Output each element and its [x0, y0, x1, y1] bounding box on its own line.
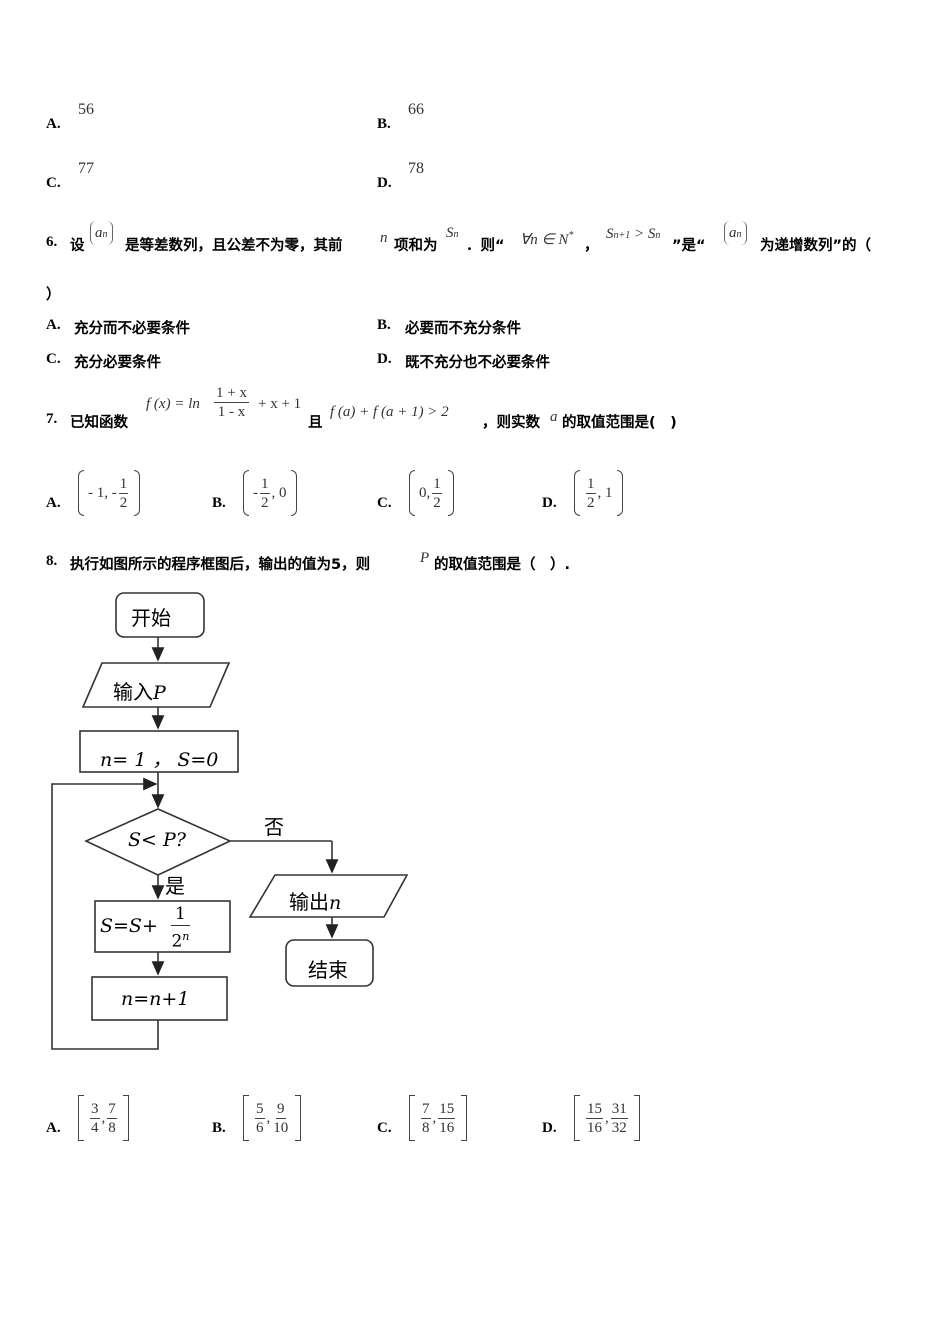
option-label: A. [46, 116, 61, 132]
input-node [81, 662, 231, 708]
question-text: ．则“ [466, 238, 505, 254]
flowchart [51, 592, 409, 1050]
math-var: n [380, 230, 388, 246]
question-text: 项和为 [394, 238, 438, 254]
option-value: 77 [78, 160, 94, 177]
question-text: ”是“ [672, 238, 706, 254]
flow-no-label: 否 [264, 815, 284, 839]
option-text: 充分必要条件 [74, 355, 161, 371]
option-label: B. [212, 495, 226, 511]
question-text: 为递增数列”的（ [760, 238, 872, 254]
option-text: 充分而不必要条件 [74, 321, 190, 337]
option-label: A. [46, 1120, 61, 1136]
option-value: 56 [78, 101, 94, 118]
flow-output-label: 输出n [289, 890, 342, 914]
question-text: 且 [308, 415, 323, 431]
question-text: 已知函数 [70, 415, 128, 431]
condition: f (a) + f (a + 1) > 2 [330, 404, 449, 420]
option-label: A. [46, 317, 61, 333]
flow-update-fraction: 1 2n [171, 904, 190, 952]
question-number: 6. [46, 234, 58, 250]
option-label: B. [377, 317, 391, 333]
flow-end-label: 结束 [308, 958, 348, 982]
start-node [115, 592, 205, 638]
question-text: 设 [70, 238, 85, 254]
function-lhs: f (x) = ln [146, 396, 200, 412]
question-text: ） [46, 287, 61, 303]
option-label: A. [46, 495, 61, 511]
flow-input-label: 输入P [113, 680, 166, 704]
option-label: D. [542, 1120, 557, 1136]
update-node [94, 900, 231, 953]
sum-symbol: Sn [446, 225, 459, 241]
option-text: 必要而不充分条件 [405, 321, 521, 337]
option-label: D. [377, 175, 392, 191]
question-text: 的取值范围是( ) [562, 415, 677, 431]
flow-condition-label: S< P? [128, 829, 186, 851]
flow-increment-label: n=n+1 [121, 988, 190, 1010]
option-label: C. [377, 1120, 392, 1136]
flow-start-label: 开始 [131, 606, 171, 630]
question-text: ， [584, 238, 599, 254]
option-label: C. [46, 175, 61, 191]
option-label: B. [377, 116, 391, 132]
option-text: 既不充分也不必要条件 [405, 355, 550, 371]
option-value: 78 [408, 160, 424, 177]
sequence-symbol: an [724, 221, 747, 245]
sequence-symbol: an [90, 221, 113, 245]
end-node [285, 939, 374, 987]
math-var: P [420, 550, 430, 566]
flow-init-label: n= 1 ， S=0 [100, 749, 219, 771]
option-label: B. [212, 1120, 226, 1136]
function-fraction: 1 + x 1 - x [214, 385, 249, 420]
question-text: 是等差数列，且公差不为零，其前 [125, 238, 343, 254]
output-node [248, 874, 409, 918]
question-text: 执行如图所示的程序框图后，输出的值为5，则 [70, 557, 371, 573]
question-text: 的取值范围是（ ）. [434, 557, 571, 573]
option-value: 66 [408, 101, 424, 118]
option-label: D. [377, 351, 392, 367]
flow-yes-label: 是 [165, 874, 185, 898]
option-label: C. [46, 351, 61, 367]
inequality: Sn+1 > Sn [606, 226, 661, 242]
question-text: ，则实数 [482, 415, 540, 431]
math-var: a [550, 409, 558, 425]
question-number: 8. [46, 553, 58, 569]
option-label: C. [377, 495, 392, 511]
flow-update-label: S=S+ [100, 915, 158, 937]
question-number: 7. [46, 411, 58, 427]
increment-node [91, 976, 228, 1021]
init-node [79, 730, 239, 773]
forall-condition: ∀n ∈ N* [520, 230, 574, 248]
function-tail: + x + 1 [258, 396, 302, 412]
option-label: D. [542, 495, 557, 511]
